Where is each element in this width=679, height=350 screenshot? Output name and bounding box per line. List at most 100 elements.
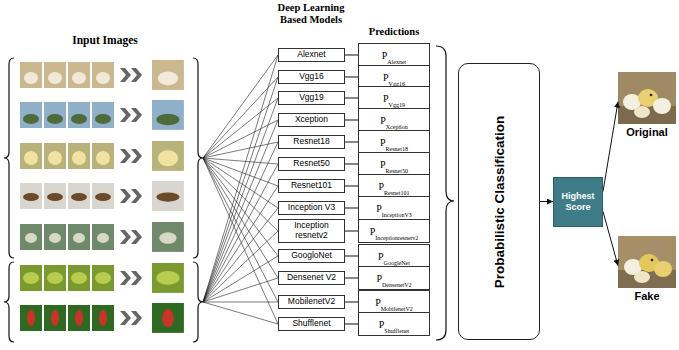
brace [436, 46, 454, 340]
thumbnail [68, 183, 90, 209]
prediction-symbol: P [376, 273, 382, 284]
thumbnail [44, 102, 66, 128]
prediction-symbol: P [380, 137, 386, 148]
result-label: Original [618, 126, 676, 138]
fan-line [203, 302, 278, 324]
fan-line [203, 208, 278, 302]
thumbnail [92, 62, 114, 88]
connector [345, 141, 358, 142]
heading-label: Deep Learning Based Models [275, 2, 347, 26]
prediction-box: PInceptionV3 [358, 196, 430, 219]
thumbnail [152, 222, 184, 252]
thumbnail [92, 224, 114, 250]
prediction-symbol: P [375, 297, 381, 308]
connector [345, 119, 358, 120]
prediction-subscript: Resnet50 [386, 168, 408, 174]
prediction-symbol: P [380, 115, 386, 126]
prediction-subscript: GoogleNet [384, 260, 410, 266]
thumbnail [20, 265, 42, 291]
model-box: Shufflenet [278, 317, 345, 331]
model-box: Resnet101 [278, 179, 345, 193]
model-box: Xception [278, 113, 345, 127]
prediction-box: PVgg16 [358, 65, 430, 88]
model-name: Inception V3 [281, 203, 342, 213]
thumbnail [44, 62, 66, 88]
prediction-symbol: P [383, 72, 389, 83]
prediction-symbol: P [379, 319, 385, 330]
thumbnail [92, 265, 114, 291]
prediction-box: PResnet18 [358, 130, 430, 153]
fan-line [203, 256, 278, 302]
prediction-subscript: Vgg19 [389, 102, 405, 108]
fan-line [203, 158, 278, 302]
model-box: Densenet V2 [278, 271, 345, 285]
thumbnail [152, 181, 184, 211]
thumbnail [92, 305, 114, 331]
thumbnail-row [20, 141, 184, 171]
chick-photo [618, 72, 676, 124]
prediction-symbol: P [382, 50, 388, 61]
brace [4, 58, 14, 258]
prediction-subscript: MobilenetV2 [381, 306, 413, 312]
connector [345, 231, 358, 232]
fan-line [203, 98, 278, 302]
thumbnail [152, 60, 184, 90]
chevron [131, 271, 142, 285]
thumbnail [92, 143, 114, 169]
model-name: Xception [281, 115, 342, 125]
thumbnail-row [20, 263, 184, 293]
model-box: Inception resnetv2 [278, 219, 345, 243]
model-box: Resnet18 [278, 135, 345, 149]
thumbnail [44, 265, 66, 291]
chevron [120, 311, 131, 325]
heading-label: Predictions [356, 26, 432, 38]
thumbnail [44, 305, 66, 331]
brace [193, 262, 203, 342]
prediction-box: PAlexnet [358, 43, 430, 66]
model-name: Vgg16 [281, 72, 342, 82]
fan-line [203, 55, 278, 302]
model-box: GoogloNet [278, 249, 345, 263]
thumbnail [20, 183, 42, 209]
fan-line [203, 142, 278, 302]
score-box: Highest Score [553, 177, 603, 227]
fan-lines [203, 55, 278, 324]
model-box: Vgg16 [278, 70, 345, 84]
chevron [120, 68, 131, 82]
model-name: Resnet101 [281, 181, 342, 191]
model-name: GoogloNet [281, 251, 342, 261]
thumbnail [68, 305, 90, 331]
connector [345, 207, 358, 208]
prediction-box: PDensenetV2 [358, 266, 430, 289]
connector [345, 54, 358, 55]
thumbnail-row [20, 100, 184, 130]
fan-line [203, 142, 278, 158]
fan-line [203, 120, 278, 302]
thumbnail [68, 62, 90, 88]
fan-line [203, 302, 278, 303]
prediction-symbol: P [376, 203, 382, 214]
fan-line [203, 77, 278, 302]
chevron [131, 68, 142, 82]
connector [603, 102, 618, 192]
thumbnail [44, 224, 66, 250]
prediction-symbol: P [378, 251, 384, 262]
connector [345, 301, 358, 302]
result-image: Original [618, 72, 676, 138]
brackets [4, 46, 454, 342]
score-label: Highest Score [557, 191, 599, 213]
prediction-box: PShufflenet [358, 312, 430, 335]
model-box: Resnet50 [278, 157, 345, 171]
prediction-box: PMobilenetV2 [358, 290, 430, 313]
fan-line [203, 231, 278, 302]
prediction-box: PResnet50 [358, 152, 430, 175]
prediction-subscript: DensenetV2 [382, 282, 412, 288]
prediction-subscript: Inceptionresnetv2 [375, 235, 418, 241]
fan-line [203, 158, 278, 324]
chevron [120, 108, 131, 122]
chevron [120, 230, 131, 244]
thumbnail [68, 224, 90, 250]
prediction-symbol: P [379, 181, 385, 192]
chevron [120, 149, 131, 163]
